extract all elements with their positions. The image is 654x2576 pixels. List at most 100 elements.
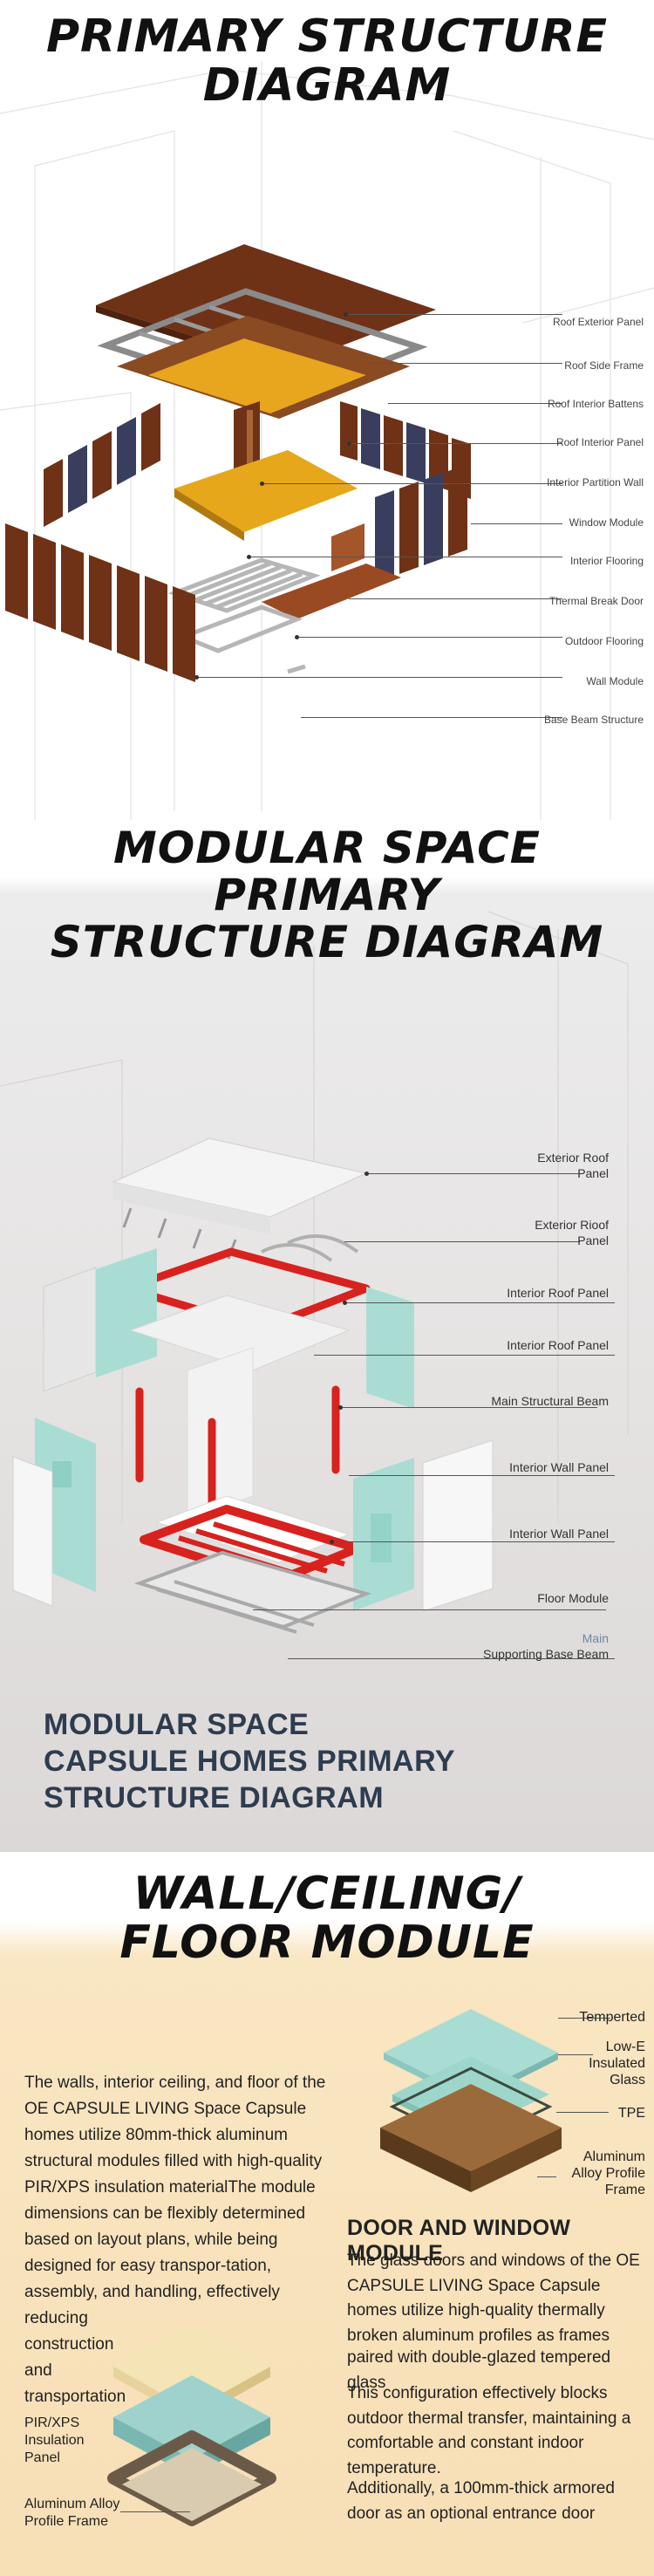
front-left-wall-modules <box>5 523 195 682</box>
label-thermal-break-door: Thermal Break Door <box>548 595 644 607</box>
door-window-paragraph-1: The glass doors and windows of the OE CA… <box>347 2251 640 2345</box>
leader-line <box>196 677 562 678</box>
label-line: Insulated <box>589 2056 645 2072</box>
outdoor-flooring <box>262 564 401 619</box>
label-base-beam-structure: Base Beam Structure <box>543 714 644 726</box>
label-interior-roof-panel-b: Interior Roof Panel <box>507 1338 609 1352</box>
interior-roof-panel <box>129 1295 351 1371</box>
label-interior-partition-wall: Interior Partition Wall <box>547 476 644 489</box>
aluminum-alloy-label: Aluminum Alloy Profile Frame <box>24 2496 119 2531</box>
label-line: Low-E <box>605 2040 645 2054</box>
background-building-sketch <box>0 61 654 820</box>
leader-line <box>388 403 562 404</box>
leader-line <box>556 2112 609 2113</box>
label-line: Panel <box>577 1233 609 1248</box>
leader-line <box>344 314 562 315</box>
leader-line <box>120 2511 190 2512</box>
leader-line <box>262 483 562 484</box>
label-line: PIR/XPS <box>24 2415 80 2430</box>
leader-dot <box>260 482 264 486</box>
leader-line <box>366 1173 580 1174</box>
left-wall-panel-mint <box>96 1248 157 1377</box>
leader-line <box>349 1475 615 1476</box>
thermal-break-door <box>331 523 364 571</box>
section2-title: MODULAR SPACE PRIMARY STRUCTURE DIAGRAM <box>0 824 654 966</box>
label-floor-module: Floor Module <box>537 1591 609 1605</box>
base-beam-structure <box>167 557 321 674</box>
door-window-layers-illustration <box>380 2009 562 2192</box>
aluminum-frame-layer <box>380 2084 562 2192</box>
title-line: STRUCTURE DIAGRAM <box>50 917 604 967</box>
door-window-heading: DOOR AND WINDOW MODULE <box>347 2216 571 2265</box>
label-roof-interior-panel: Roof Interior Panel <box>555 436 644 448</box>
label-tpe: TPE <box>617 2106 645 2121</box>
supporting-base-beam <box>133 1550 372 1634</box>
leader-dot <box>347 441 351 446</box>
modular-exploded-illustration <box>12 1138 494 1634</box>
label-line: Profile Frame <box>24 2514 109 2529</box>
subtitle-line: MODULAR SPACE <box>44 1708 310 1741</box>
leader-line <box>349 443 562 444</box>
leader-dot <box>343 1301 347 1305</box>
label-interior-wall-panel-b: Interior Wall Panel <box>509 1527 609 1541</box>
wall-ceiling-floor-section: WALL/CEILING/ FLOOR MODULE The walls, in… <box>0 1852 654 2576</box>
label-supporting-base-beam: Main Supporting Base Beam <box>483 1630 609 1662</box>
left-wall-panel-white <box>43 1267 97 1392</box>
roof-arch-beams <box>261 1234 359 1262</box>
leader-line <box>340 1407 597 1408</box>
section1-title: PRIMARY STRUCTURE DIAGRAM <box>0 12 654 110</box>
door-window-paragraph-4: Additionally, a 100mm-thick armored door… <box>347 2479 615 2523</box>
leader-line <box>331 1541 615 1542</box>
primary-structure-section: PRIMARY STRUCTURE DIAGRAM <box>0 0 654 824</box>
aluminum-alloy-profile-frame <box>107 2430 276 2526</box>
leader-dot <box>330 1540 334 1544</box>
label-main-structural-beam: Main Structural Beam <box>491 1394 609 1408</box>
wall-module-description: The walls, interior ceiling, and floor o… <box>24 2074 326 2328</box>
title-line: FLOOR MODULE <box>119 1917 535 1970</box>
title-line: DIAGRAM <box>202 59 452 113</box>
label-line: Aluminum <box>582 2149 645 2164</box>
main-structural-beam-columns <box>135 1385 340 1513</box>
subtitle-line: CAPSULE HOMES PRIMARY <box>44 1744 456 1778</box>
title-line: WALL/CEILING/ <box>133 1868 521 1920</box>
roof-exterior-panel <box>96 244 436 366</box>
label-roof-interior-battens: Roof Interior Battens <box>547 398 644 410</box>
label-aluminum-alloy-profile-frame: Aluminum Alloy Profile Frame <box>572 2149 645 2199</box>
leader-dot <box>295 635 299 639</box>
label-line: Exterior Roof <box>537 1151 609 1165</box>
leader-line <box>253 1609 606 1610</box>
label-line: Insulation <box>24 2433 85 2448</box>
leader-line <box>314 1355 615 1356</box>
label-line: Aluminum Alloy <box>24 2497 120 2511</box>
interior-flooring <box>174 450 358 532</box>
leader-line <box>349 598 562 599</box>
door-window-paragraph-2: paired with double-glazed tempered glass <box>347 2348 611 2392</box>
right-front-wall-panel-white <box>422 1439 494 1612</box>
left-front-wall-panel-white <box>12 1456 53 1607</box>
section3-title: WALL/CEILING/ FLOOR MODULE <box>0 1869 654 1967</box>
wall-text-and: and <box>24 2361 52 2380</box>
leader-dot <box>247 555 251 559</box>
label-window-module: Window Module <box>569 516 644 529</box>
right-wall-panel-mint <box>366 1287 414 1409</box>
leader-dot <box>344 312 348 317</box>
door-window-paragraph-3: This configuration effectively blocks ou… <box>347 2384 631 2477</box>
leader-line <box>471 523 562 524</box>
leader-line <box>296 637 562 638</box>
section2-subtitle: MODULAR SPACE CAPSULE HOMES PRIMARY STRU… <box>44 1707 455 1816</box>
label-low-e-insulated-glass: Low-E Insulated Glass <box>589 2039 645 2089</box>
leader-line <box>366 363 562 364</box>
leader-line <box>344 1241 580 1242</box>
subtitle-line: STRUCTURE DIAGRAM <box>44 1780 385 1814</box>
leader-line <box>344 1302 615 1303</box>
interior-back-wall <box>187 1347 254 1520</box>
title-line: MODULAR SPACE PRIMARY <box>113 824 541 920</box>
pir-xps-label: PIR/XPS Insulation Panel <box>24 2415 85 2467</box>
label-line: Exterior Rioof <box>535 1218 609 1232</box>
label-line: Supporting Base Beam <box>483 1647 609 1662</box>
wall-module-layers-illustration <box>107 2323 276 2526</box>
exterior-roof-panel <box>112 1138 368 1260</box>
left-back-wall-modules <box>44 403 160 527</box>
modular-space-section: MODULAR SPACE PRIMARY STRUCTURE DIAGRAM <box>0 824 654 1852</box>
